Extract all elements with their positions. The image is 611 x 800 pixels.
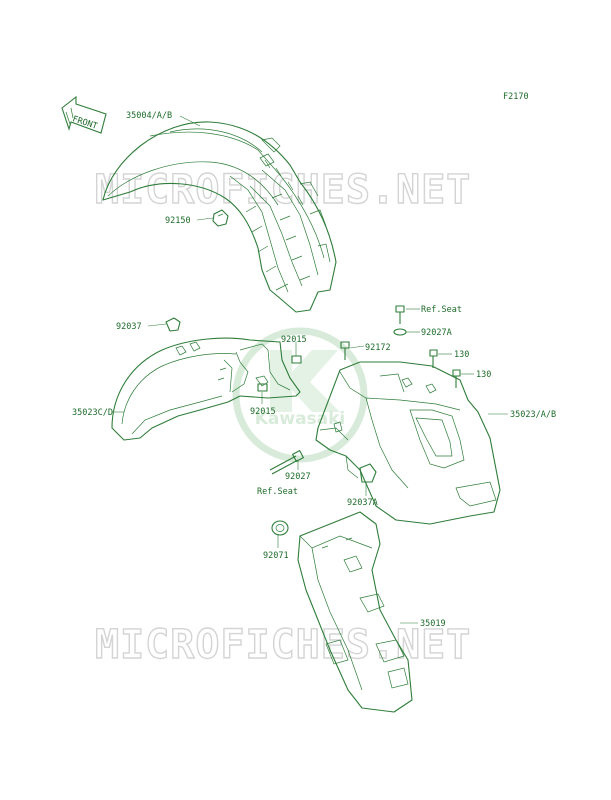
label-ref-seat-bottom: Ref.Seat	[257, 487, 298, 497]
label-92037: 92037	[116, 322, 142, 332]
nut-92015-bottom	[257, 383, 268, 392]
front-fender	[102, 121, 337, 313]
bolt-92150	[212, 209, 229, 227]
label-92071: 92071	[263, 551, 289, 561]
grommet-92071	[271, 520, 289, 536]
clip-92037	[165, 317, 181, 332]
label-35023cd: 35023C/D	[72, 408, 113, 418]
label-130-a: 130	[454, 350, 469, 360]
label-ref-seat-top: Ref.Seat	[421, 305, 462, 315]
label-92027a: 92027A	[421, 328, 452, 338]
label-35004: 35004/A/B	[126, 111, 172, 121]
diagram-id: F2170	[503, 92, 529, 102]
leader-35004	[179, 115, 201, 127]
svg-text:Kawasaki: Kawasaki	[255, 409, 346, 429]
label-92015-bottom: 92015	[250, 407, 276, 417]
clip-92037a	[359, 463, 377, 483]
leader-92172	[349, 345, 365, 349]
bolt-92027	[269, 450, 304, 475]
nut-92015-top	[291, 355, 302, 364]
label-92150: 92150	[165, 216, 191, 226]
label-35019: 35019	[420, 619, 446, 629]
watermark-top: MICROFICHES.NET	[95, 167, 471, 213]
fender-bracket	[297, 511, 413, 713]
label-92172: 92172	[365, 343, 391, 353]
leader-92037	[147, 323, 167, 327]
bolt-ref-seat-top	[395, 305, 405, 324]
rear-fender-outer	[315, 361, 501, 525]
front-arrow-icon: FRONT	[61, 95, 107, 134]
bolt-130-b	[452, 369, 461, 388]
label-130-b: 130	[476, 370, 491, 380]
watermark-bottom: MICROFICHES.NET	[95, 622, 471, 668]
label-92027: 92027	[285, 472, 311, 482]
washer-92027a	[393, 328, 407, 336]
bolt-130-a	[429, 349, 438, 368]
leader-92150	[196, 217, 214, 221]
label-35023ab: 35023/A/B	[510, 410, 556, 420]
label-92037a: 92037A	[347, 498, 378, 508]
label-92015-top: 92015	[281, 335, 307, 345]
bolt-92172	[340, 341, 350, 360]
rear-fender-inner	[111, 337, 301, 441]
